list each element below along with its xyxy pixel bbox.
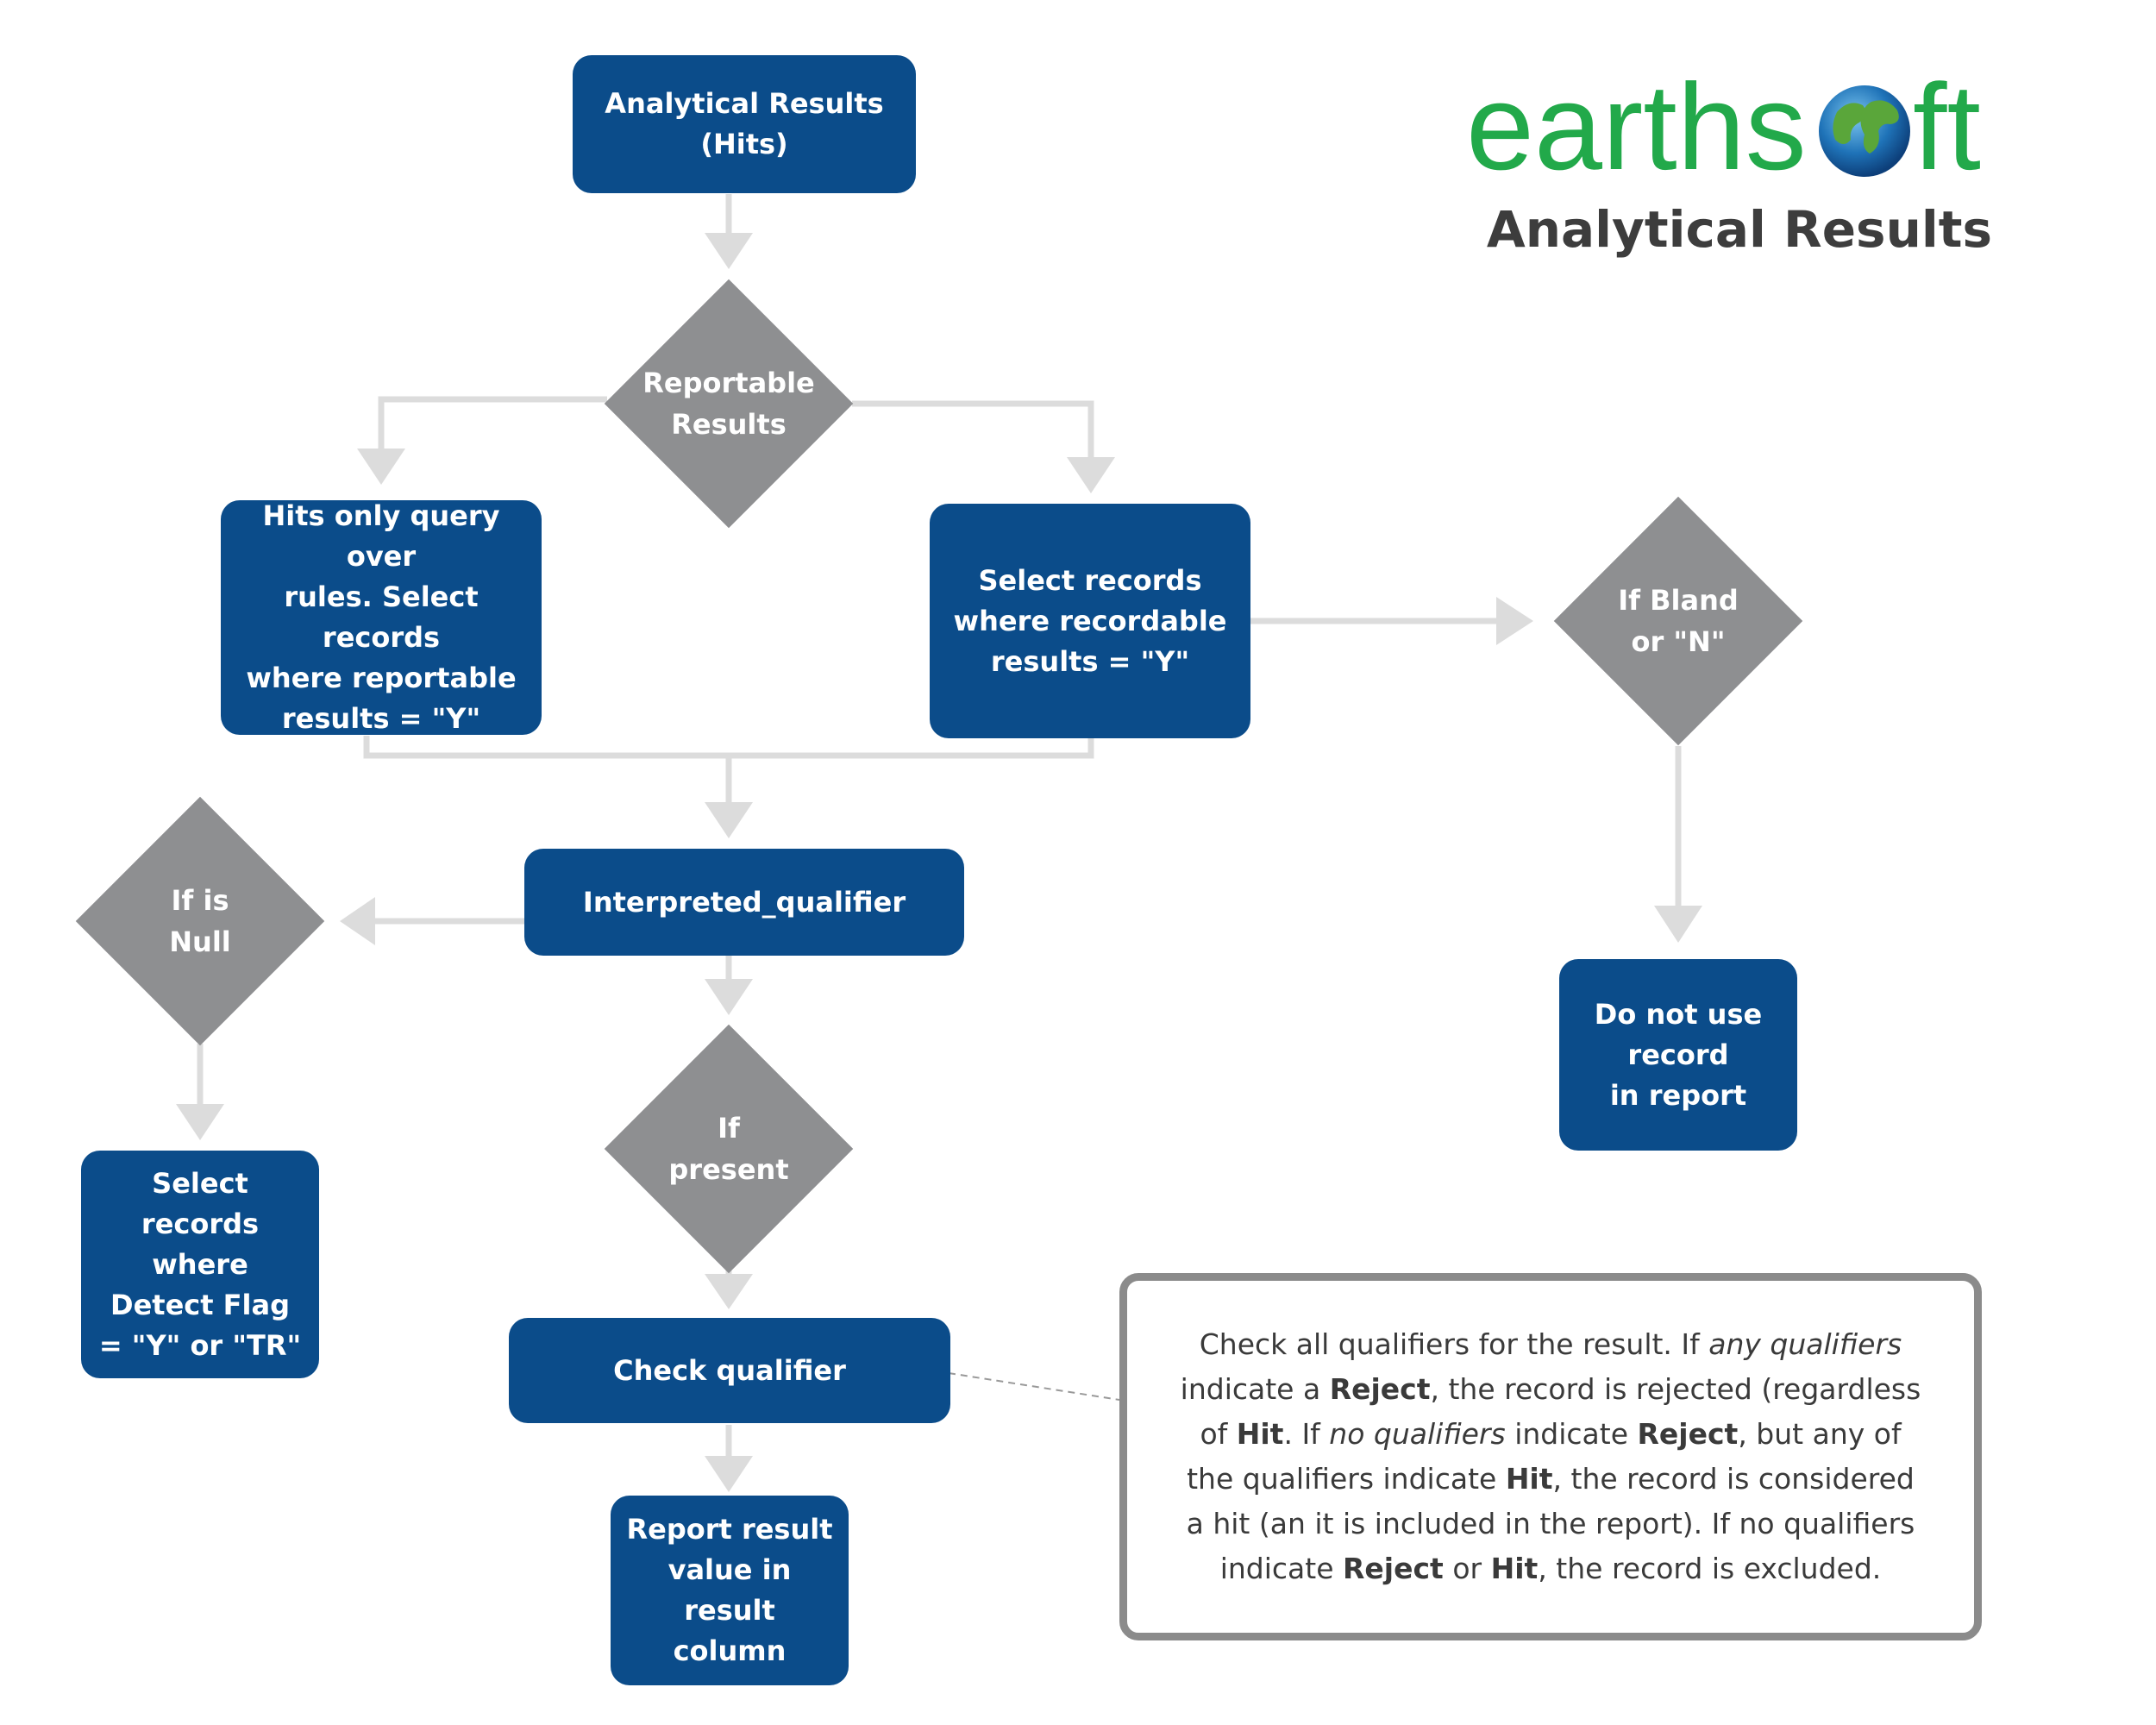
node-hits-only-label: Hits only query over rules. Select recor… xyxy=(246,499,517,735)
arrowhead-to-report xyxy=(705,1456,753,1492)
decision-if-present-label: If present xyxy=(668,1112,789,1186)
arrowhead-to-select-recordable xyxy=(1067,457,1115,493)
note-leader-line xyxy=(948,1372,1120,1401)
qualifier-note-text: Check all qualifiers for the result. If … xyxy=(1180,1327,1921,1585)
connector-reportable-right xyxy=(852,400,1094,457)
decision-reportable-label: Reportable Results xyxy=(642,367,815,441)
node-report-result: Report result value in result column xyxy=(611,1496,849,1685)
node-interpreted-qualifier: Interpreted_qualifier xyxy=(524,849,964,956)
earthsoft-logo: earths ft xyxy=(1466,59,1994,196)
node-hits-only: Hits only query over rules. Select recor… xyxy=(221,499,542,735)
node-select-recordable-label: Select records where recordable results … xyxy=(953,563,1227,678)
logo-text-ft: ft xyxy=(1913,67,1981,188)
decision-if-null-label: If is Null xyxy=(169,884,231,958)
arrowhead-to-do-not-use xyxy=(1654,906,1702,943)
logo-text-earths: earths xyxy=(1466,67,1807,188)
arrowhead-to-interpreted xyxy=(705,802,753,838)
arrowhead-to-bland xyxy=(1496,597,1533,645)
globe-icon xyxy=(1819,85,1910,177)
node-do-not-use-label: Do not use record in report xyxy=(1594,997,1763,1112)
page-title: Analytical Results xyxy=(1486,200,1992,259)
arrowhead-to-reportable xyxy=(705,233,753,269)
node-analytical-results: Analytical Results (Hits) xyxy=(573,55,916,193)
node-report-result-label: Report result value in result column xyxy=(626,1513,833,1667)
node-select-detect: Select records where Detect Flag = "Y" o… xyxy=(81,1151,319,1378)
arrowhead-to-null xyxy=(340,897,375,945)
connector-reportable-left xyxy=(378,396,607,448)
node-do-not-use: Do not use record in report xyxy=(1559,959,1797,1151)
qualifier-note: Check all qualifiers for the result. If … xyxy=(1119,1273,1982,1640)
arrowhead-to-hits-only xyxy=(357,448,405,485)
arrowhead-to-check xyxy=(705,1274,753,1309)
node-interpreted-qualifier-label: Interpreted_qualifier xyxy=(582,885,906,919)
node-select-recordable: Select records where recordable results … xyxy=(930,504,1250,738)
arrowhead-to-detect xyxy=(176,1104,224,1140)
node-analytical-results-label: Analytical Results (Hits) xyxy=(605,87,884,160)
node-check-qualifier-label: Check qualifier xyxy=(613,1353,846,1387)
node-select-detect-label: Select records where Detect Flag = "Y" o… xyxy=(98,1166,302,1362)
arrowhead-to-present xyxy=(705,979,753,1015)
decision-if-bland-label: If Bland or "N" xyxy=(1618,584,1739,658)
node-check-qualifier: Check qualifier xyxy=(509,1318,950,1423)
